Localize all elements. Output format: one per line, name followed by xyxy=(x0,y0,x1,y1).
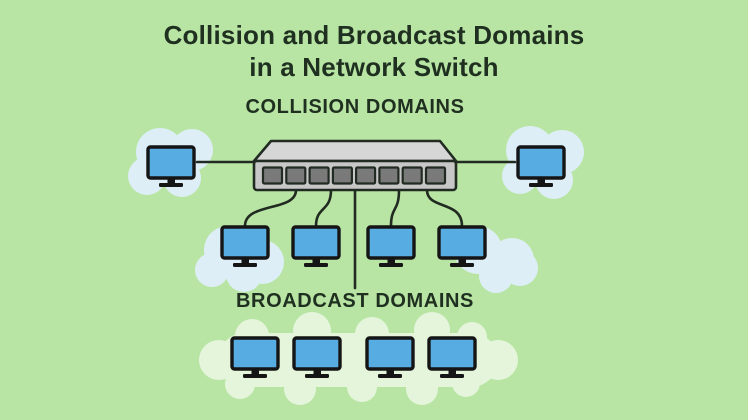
page-title: Collision and Broadcast Domains in a Net… xyxy=(0,19,748,83)
switch-port xyxy=(285,166,307,185)
broadcast-domains-label: BROADCAST DOMAINS xyxy=(236,290,474,312)
page-title-line2: in a Network Switch xyxy=(249,52,499,82)
switch-port xyxy=(308,166,330,185)
link-line-pc4 xyxy=(425,188,464,228)
collision-domains-label: COLLISION DOMAINS xyxy=(245,96,465,118)
switch-port xyxy=(378,166,400,185)
switch-port xyxy=(261,166,284,185)
switch-port xyxy=(424,166,447,185)
connection-lines xyxy=(195,160,517,290)
computer-icon xyxy=(366,225,416,269)
computer-icon xyxy=(291,225,341,269)
switch-top-face xyxy=(252,139,458,163)
switch-port xyxy=(401,166,423,185)
link-line-pc1 xyxy=(243,188,298,228)
switch-ports xyxy=(261,166,447,185)
link-line-pc2 xyxy=(314,188,333,228)
link-line-pc3 xyxy=(389,188,401,228)
page-title-line1: Collision and Broadcast Domains xyxy=(163,20,585,50)
switch-port xyxy=(331,166,353,185)
switch-port xyxy=(355,166,377,185)
network-switch xyxy=(252,139,458,192)
